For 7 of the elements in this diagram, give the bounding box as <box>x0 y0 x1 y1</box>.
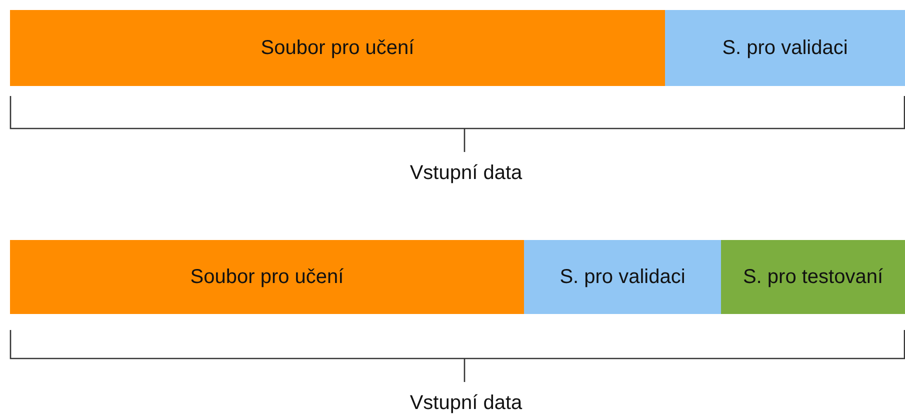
training-set-bar: Soubor pro učení <box>10 240 524 314</box>
bracket-label: Vstupní data <box>410 162 522 185</box>
training-set-bar: Soubor pro učení <box>10 10 665 86</box>
validation-set-bar: S. pro validaci <box>524 240 721 314</box>
validation-set-bar: S. pro validaci <box>665 10 905 86</box>
test-set-bar: S. pro testovaní <box>721 240 905 314</box>
bracket-label: Vstupní data <box>410 392 522 415</box>
